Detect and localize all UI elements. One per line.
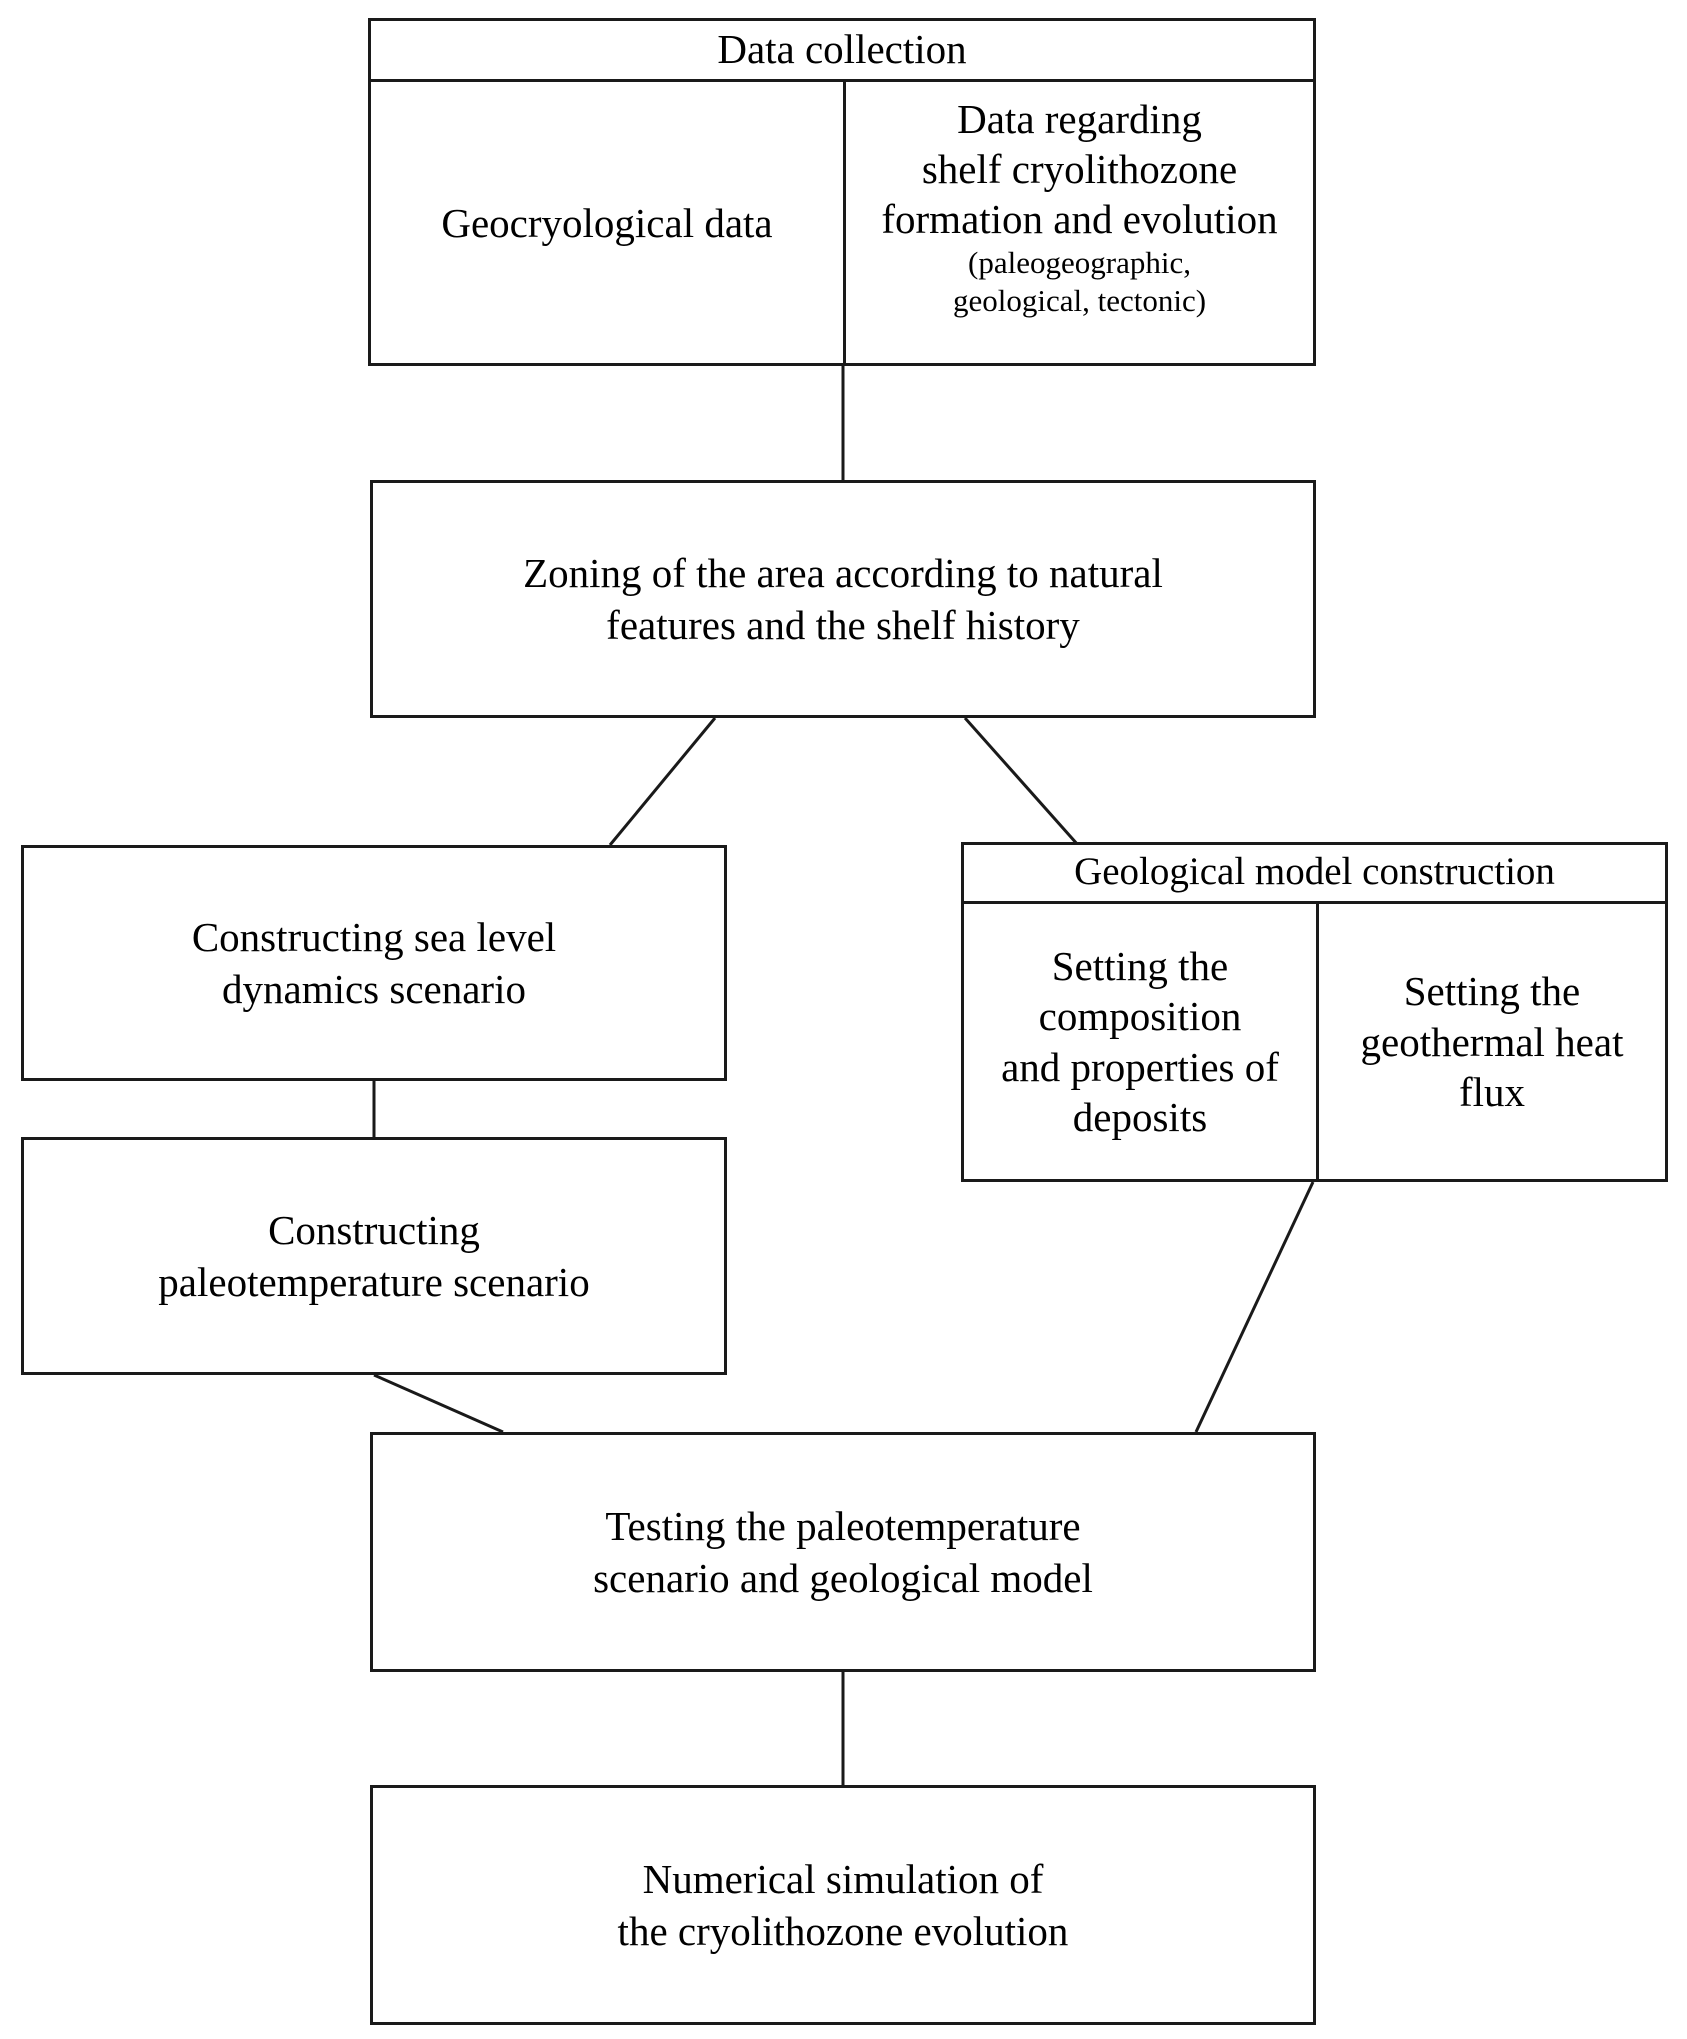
connector-paleotemperature-to-testing: [373, 1373, 504, 1434]
zoning-label: Zoning of the area according to natural …: [523, 549, 1163, 648]
connector-zoning-to-sealevel: [608, 717, 717, 846]
paleotemperature-scenario-label: Constructing paleotemperature scenario: [158, 1206, 590, 1305]
node-sea-level-scenario[interactable]: Constructing sea level dynamics scenario: [21, 845, 727, 1081]
data-collection-right-cell-sublabel: (paleogeographic, geological, tectonic): [952, 245, 1207, 318]
connector-geologicalmodel-to-testing: [1194, 1181, 1315, 1433]
testing-label: Testing the paleotemperature scenario an…: [593, 1502, 1093, 1601]
numerical-simulation-label: Numerical simulation of the cryolithozon…: [617, 1855, 1069, 1954]
geological-model-header: Geological model construction: [964, 845, 1665, 905]
geological-model-right-cell[interactable]: Setting the geothermal heat flux: [1316, 904, 1665, 1179]
geological-model-left-cell-label: Setting the composition and properties o…: [1001, 943, 1279, 1140]
node-geological-model[interactable]: Geological model construction Setting th…: [961, 842, 1668, 1182]
node-testing[interactable]: Testing the paleotemperature scenario an…: [370, 1432, 1316, 1672]
node-paleotemperature-scenario[interactable]: Constructing paleotemperature scenario: [21, 1137, 727, 1375]
data-collection-left-cell-label: Geocryological data: [441, 199, 773, 246]
geological-model-right-cell-label: Setting the geothermal heat flux: [1360, 968, 1624, 1115]
node-zoning[interactable]: Zoning of the area according to natural …: [370, 480, 1316, 718]
geological-model-body: Setting the composition and properties o…: [964, 904, 1665, 1179]
node-numerical-simulation[interactable]: Numerical simulation of the cryolithozon…: [370, 1785, 1316, 2025]
node-data-collection[interactable]: Data collection Geocryological data Data…: [368, 18, 1316, 366]
data-collection-right-cell-label: Data regarding shelf cryolithozone forma…: [881, 96, 1278, 243]
sea-level-scenario-label: Constructing sea level dynamics scenario: [191, 913, 557, 1012]
data-collection-right-cell[interactable]: Data regarding shelf cryolithozone forma…: [843, 82, 1313, 363]
data-collection-left-cell[interactable]: Geocryological data: [371, 82, 843, 363]
data-collection-header: Data collection: [371, 21, 1313, 83]
data-collection-body: Geocryological data Data regarding shelf…: [371, 82, 1313, 363]
connector-zoning-to-geologicalmodel: [963, 717, 1080, 846]
geological-model-left-cell[interactable]: Setting the composition and properties o…: [964, 904, 1316, 1179]
